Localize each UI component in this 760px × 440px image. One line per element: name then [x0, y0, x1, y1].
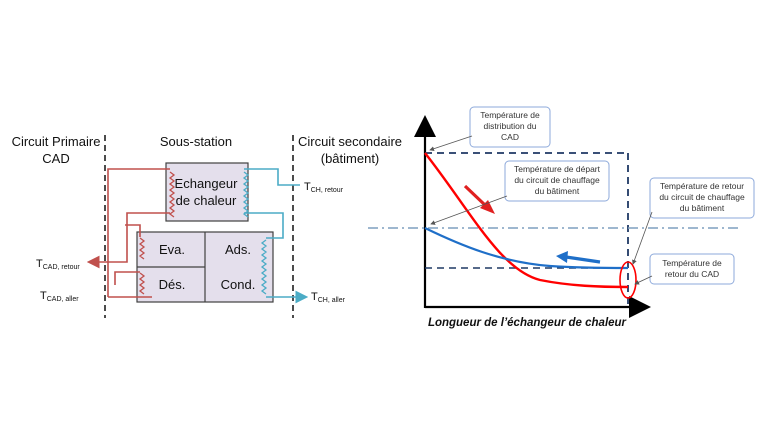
exchanger-label-2: de chaleur: [176, 193, 237, 208]
des-label: Dés.: [159, 277, 186, 292]
heat-exchanger-box: [165, 162, 249, 222]
svg-text:du bâtiment: du bâtiment: [680, 203, 725, 213]
svg-text:Température de: Température de: [662, 258, 722, 268]
exchanger-label-1: Echangeur: [175, 176, 239, 191]
secondary-flow-arrow: [556, 251, 601, 264]
svg-text:CAD: CAD: [501, 132, 519, 142]
col-secondary-label-1: Circuit secondaire: [298, 134, 402, 149]
callout-retour-ch: Température de retour du circuit de chau…: [632, 177, 755, 265]
primary-flow-arrow: [463, 184, 495, 214]
callout-depart: Température de départ du circuit de chau…: [430, 160, 610, 225]
substation-schematic: Circuit Primaire CAD Sous-station Circui…: [12, 134, 402, 318]
svg-text:Température de retour: Température de retour: [660, 181, 744, 191]
temperature-profile-diagram: Température de distribution du CAD Tempé…: [368, 106, 755, 329]
secondary-temperature-curve: [424, 227, 629, 270]
primary-circuit-pipes: [86, 168, 170, 298]
callout-retour-cad: Température de retour du CAD: [634, 253, 735, 285]
svg-text:du circuit de chauffage: du circuit de chauffage: [659, 192, 745, 202]
primary-temperature-curve: [424, 152, 629, 289]
svg-text:distribution du: distribution du: [484, 121, 537, 131]
secondary-circuit-pipes: [244, 168, 309, 304]
outlet-highlight-ellipse: [619, 261, 637, 299]
ads-cond-coil: [260, 239, 268, 295]
svg-text:Température de: Température de: [480, 110, 540, 120]
callout-distribution: Température de distribution du CAD: [429, 106, 551, 152]
svg-text:du bâtiment: du bâtiment: [535, 186, 580, 196]
col-secondary-label-2: (bâtiment): [321, 151, 380, 166]
t-ch-aller-label: TCH, aller: [311, 291, 346, 304]
svg-text:Température de départ: Température de départ: [514, 164, 601, 174]
col-primary-label-1: Circuit Primaire: [12, 134, 101, 149]
t-ch-retour-label: TCH, retour: [304, 181, 344, 194]
exchanger-coil-primary: [168, 171, 176, 218]
col-primary-label-2: CAD: [42, 151, 69, 166]
ads-label: Ads.: [225, 242, 251, 257]
svg-text:retour du CAD: retour du CAD: [665, 269, 719, 279]
t-cad-aller-label: TCAD, aller: [40, 290, 79, 303]
eva-label: Eva.: [159, 242, 185, 257]
x-axis-label: Longueur de l’échangeur de chaleur: [428, 317, 627, 329]
svg-text:du circuit de chauffage: du circuit de chauffage: [514, 175, 600, 185]
t-cad-retour-label: TCAD, retour: [36, 258, 80, 271]
exchanger-coil-secondary: [242, 171, 250, 218]
col-substation-label: Sous-station: [160, 134, 232, 149]
des-coil: [138, 272, 146, 295]
cond-label: Cond.: [221, 277, 256, 292]
eva-coil: [138, 237, 146, 260]
